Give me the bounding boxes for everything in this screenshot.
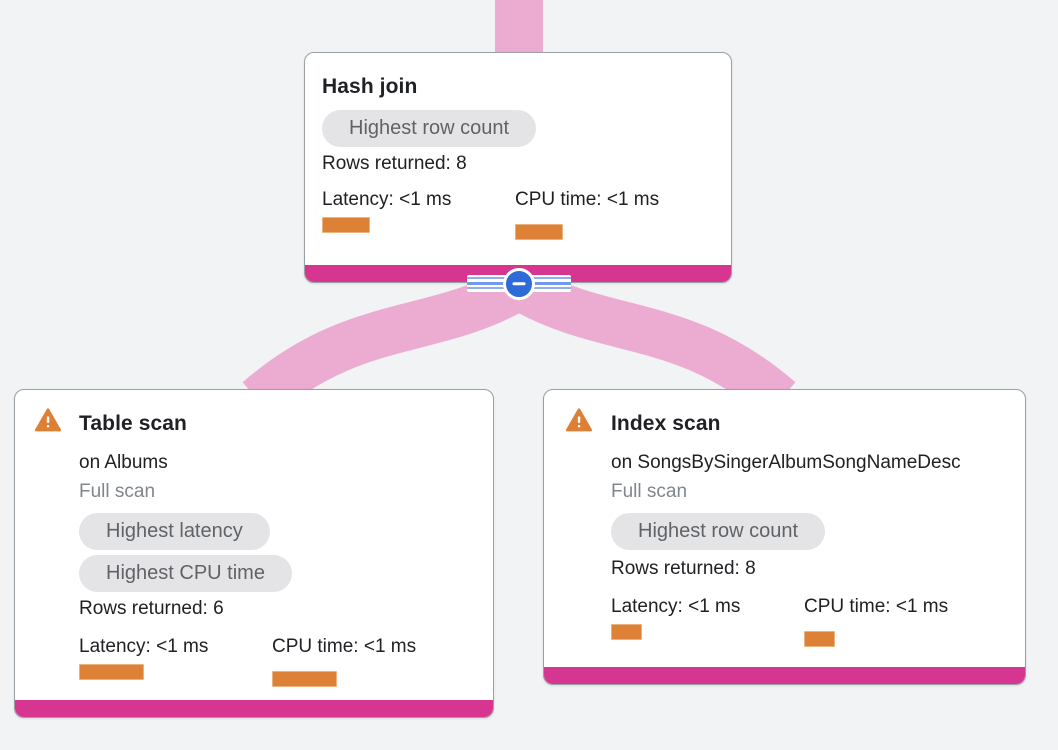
warning-triangle-icon bbox=[35, 408, 61, 432]
metrics-row: Latency: <1 ms CPU time: <1 ms bbox=[611, 595, 1009, 647]
rows-returned-label: Rows returned: 8 bbox=[322, 153, 467, 174]
scan-mode-label: Full scan bbox=[79, 481, 156, 502]
collapse-children-button[interactable] bbox=[503, 267, 535, 300]
rows-returned-label: Rows returned: 6 bbox=[79, 598, 224, 619]
edge-hash-join-to-index-scan bbox=[513, 269, 796, 418]
badge-list: Highest latency Highest CPU time bbox=[79, 513, 477, 592]
cpu-time-bar bbox=[515, 224, 563, 240]
cpu-time-metric: CPU time: <1 ms bbox=[515, 188, 659, 240]
latency-bar bbox=[79, 664, 144, 680]
minus-icon bbox=[512, 281, 526, 286]
node-title: Index scan bbox=[611, 412, 721, 435]
badge-list: Highest row count bbox=[611, 513, 1009, 550]
cpu-time-bar bbox=[272, 671, 337, 687]
cpu-time-metric: CPU time: <1 ms bbox=[804, 595, 948, 647]
plan-node-index-scan[interactable]: Index scan on SongsBySingerAlbumSongName… bbox=[543, 389, 1026, 685]
latency-bar bbox=[611, 624, 642, 640]
plan-node-table-scan[interactable]: Table scan on Albums Full scan Highest l… bbox=[14, 389, 494, 718]
cpu-time-label: CPU time: <1 ms bbox=[515, 189, 660, 210]
latency-metric: Latency: <1 ms bbox=[611, 595, 804, 647]
highest-latency-badge: Highest latency bbox=[79, 513, 270, 550]
highest-row-count-badge: Highest row count bbox=[322, 110, 537, 147]
cpu-time-label: CPU time: <1 ms bbox=[804, 596, 949, 617]
node-footer-bar bbox=[544, 667, 1025, 684]
rows-returned-label: Rows returned: 8 bbox=[611, 558, 756, 579]
latency-label: Latency: <1 ms bbox=[79, 636, 209, 657]
latency-bar bbox=[322, 217, 370, 233]
highest-row-count-badge: Highest row count bbox=[611, 513, 826, 550]
node-footer-bar bbox=[15, 700, 493, 717]
metrics-row: Latency: <1 ms CPU time: <1 ms bbox=[322, 188, 715, 240]
node-title: Table scan bbox=[79, 412, 187, 435]
collapse-control bbox=[467, 267, 571, 300]
scan-target-label: on SongsBySingerAlbumSongNameDesc bbox=[611, 452, 961, 473]
cpu-time-label: CPU time: <1 ms bbox=[272, 636, 417, 657]
scan-target-label: on Albums bbox=[79, 452, 168, 473]
highest-cpu-time-badge: Highest CPU time bbox=[79, 555, 292, 592]
warning-triangle-icon bbox=[566, 408, 592, 432]
edge-parent-top bbox=[495, 0, 543, 58]
node-title: Hash join bbox=[322, 75, 418, 98]
plan-node-hash-join[interactable]: Hash join Highest row count Rows returne… bbox=[304, 52, 732, 283]
latency-metric: Latency: <1 ms bbox=[79, 635, 272, 687]
scan-mode-label: Full scan bbox=[611, 481, 688, 502]
badge-list: Highest row count bbox=[322, 110, 715, 147]
edge-hash-join-to-table-scan bbox=[242, 269, 525, 418]
latency-metric: Latency: <1 ms bbox=[322, 188, 515, 240]
cpu-time-metric: CPU time: <1 ms bbox=[272, 635, 416, 687]
latency-label: Latency: <1 ms bbox=[322, 189, 452, 210]
metrics-row: Latency: <1 ms CPU time: <1 ms bbox=[79, 635, 477, 687]
latency-label: Latency: <1 ms bbox=[611, 596, 741, 617]
cpu-time-bar bbox=[804, 631, 835, 647]
